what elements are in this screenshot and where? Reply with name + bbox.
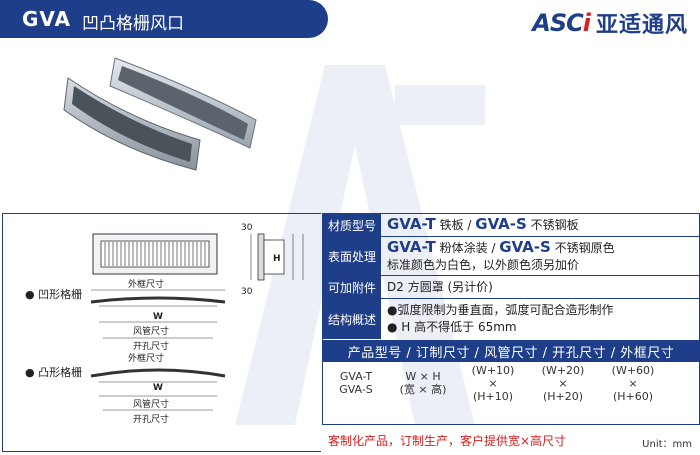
product-code: GVA bbox=[22, 7, 72, 31]
material-label: 材质型号 bbox=[323, 214, 381, 236]
logo-mark: ASCi bbox=[532, 9, 591, 37]
w-mark-2: W bbox=[153, 383, 163, 393]
outer-size-label-2: 外框尺寸 bbox=[128, 352, 164, 364]
dim-30-bottom: 30 bbox=[241, 287, 253, 297]
duct-size: (W+10)×(H+10) bbox=[471, 364, 515, 403]
outer-size: (W+60)×(H+60) bbox=[611, 364, 655, 403]
brand-logo: ASCi 亚适通风 bbox=[532, 8, 688, 38]
title-bar: GVA 凹凸格栅风口 bbox=[0, 0, 328, 38]
duct-size-label-2: 风管尺寸 bbox=[133, 398, 169, 410]
spec-header: 产品型号 / 订制尺寸 / 风管尺寸 / 开孔尺寸 / 外框尺寸 bbox=[323, 340, 699, 362]
concave-profile: 外框尺寸 W 风管尺寸 开孔尺寸 bbox=[90, 278, 226, 352]
cutout-size: (W+20)×(H+20) bbox=[541, 364, 585, 403]
finish-note: 标准颜色为白色，以外颜色须另加价 bbox=[387, 258, 580, 272]
cutout-size-label-1: 开孔尺寸 bbox=[133, 340, 169, 352]
product-photo bbox=[63, 57, 257, 171]
convex-grille-image bbox=[63, 77, 201, 171]
material-value: GVA-T 铁板 / GVA-S 不锈钢板 bbox=[387, 215, 579, 233]
product-name: 凹凸格栅风口 bbox=[82, 14, 184, 34]
concave-label: ● 凹形格栅 bbox=[25, 288, 83, 301]
outer-size-label-1: 外框尺寸 bbox=[128, 278, 164, 290]
accessory-label: 可加附件 bbox=[323, 276, 381, 298]
w-mark-1: W bbox=[153, 312, 163, 322]
convex-label: ● 凸形格栅 bbox=[25, 366, 83, 379]
order-size: W × H(宽 × 高) bbox=[399, 370, 447, 396]
finish-row: 表面处理 GVA-T 粉体涂装 / GVA-S 不锈钢原色 标准颜色为白色，以外… bbox=[323, 237, 699, 276]
structure-row: 结构概述 ●弧度限制为垂直面，弧度可配合造形制作 ● H 高不得低于 65mm bbox=[323, 299, 699, 339]
side-section: H 30 30 bbox=[241, 223, 304, 297]
logo-chinese: 亚适通风 bbox=[595, 13, 688, 38]
accessory-row: 可加附件 D2 方圆罩 (另计价) bbox=[323, 276, 699, 299]
structure-label: 结构概述 bbox=[323, 299, 381, 339]
duct-size-label-1: 风管尺寸 bbox=[133, 325, 169, 337]
concave-grille-image bbox=[109, 57, 257, 149]
convex-profile: W 外框尺寸 风管尺寸 开孔尺寸 bbox=[90, 352, 226, 425]
finish-value: GVA-T 粉体涂装 / GVA-S 不锈钢原色 标准颜色为白色，以外颜色须另加… bbox=[387, 238, 615, 273]
structure-value: ●弧度限制为垂直面，弧度可配合造形制作 ● H 高不得低于 65mm bbox=[387, 303, 614, 334]
technical-drawing: H 30 30 外框尺寸 W 风管尺寸 开孔尺寸 W 外框尺寸 风管尺寸 开孔尺… bbox=[2, 213, 321, 452]
cutout-size-label-2: 开孔尺寸 bbox=[133, 413, 169, 425]
finish-label: 表面处理 bbox=[323, 237, 381, 275]
drawing-canvas: H 30 30 外框尺寸 W 风管尺寸 开孔尺寸 W 外框尺寸 风管尺寸 开孔尺… bbox=[90, 223, 304, 425]
unit-label: Unit：mm bbox=[642, 439, 692, 450]
spec-table: 材质型号 GVA-T 铁板 / GVA-S 不锈钢板 表面处理 GVA-T 粉体… bbox=[322, 213, 700, 425]
custom-order-note: 客制化产品，订制生产，客户提供宽×高尺寸 bbox=[328, 434, 567, 448]
front-view-grille bbox=[92, 233, 218, 275]
h-mark: H bbox=[273, 254, 281, 264]
material-row: 材质型号 GVA-T 铁板 / GVA-S 不锈钢板 bbox=[323, 214, 699, 237]
accessory-value: D2 方圆罩 (另计价) bbox=[387, 280, 493, 294]
dim-30-top: 30 bbox=[241, 223, 253, 233]
watermark-logo bbox=[235, 65, 485, 425]
